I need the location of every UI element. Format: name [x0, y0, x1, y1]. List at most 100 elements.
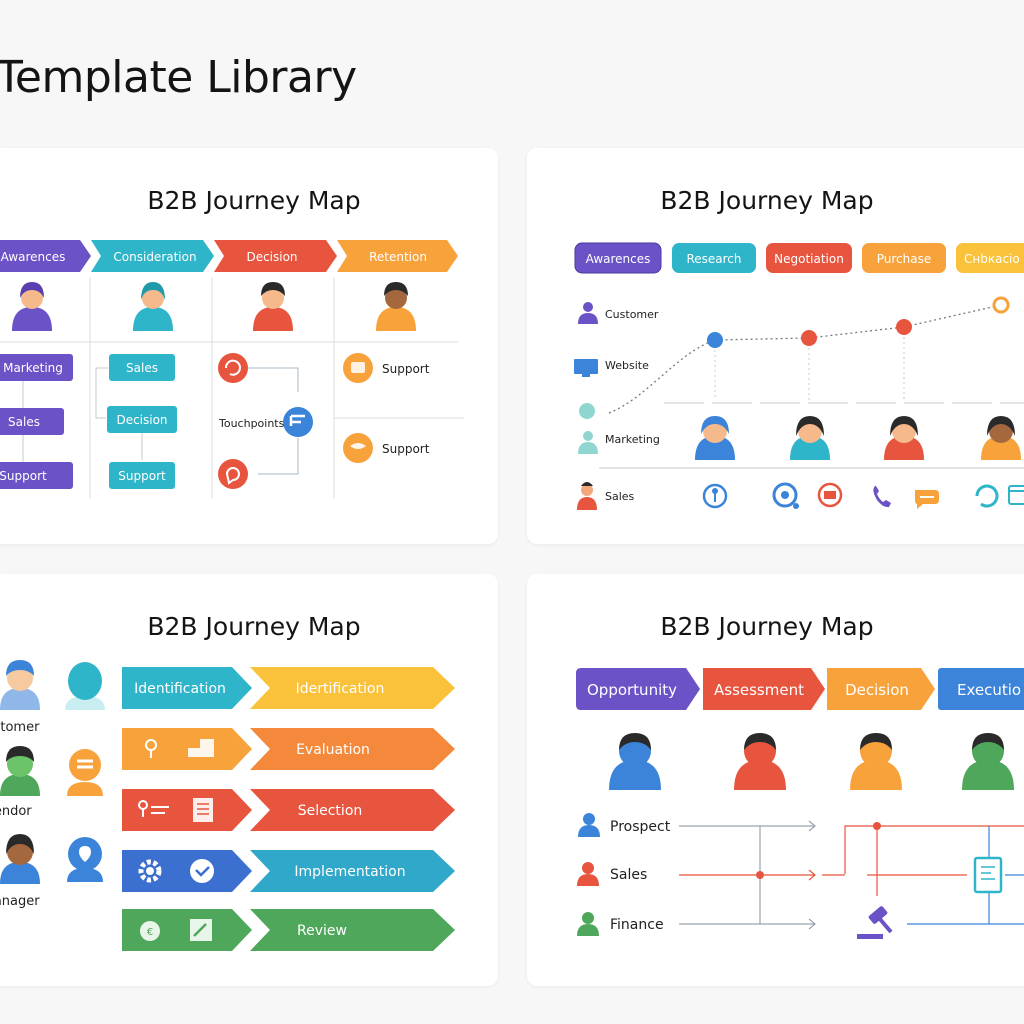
- svg-text:Review: Review: [297, 923, 347, 939]
- template-card-2[interactable]: B2B Journey Map Awarences Research Negot…: [527, 148, 1024, 544]
- touchpoints-label: Touchpoints: [218, 417, 285, 430]
- person-icon: [578, 431, 598, 454]
- card-title: B2B Journey Map: [660, 612, 874, 641]
- path-point: [801, 330, 817, 346]
- avatar-customer: [0, 660, 40, 710]
- avatar-orange: [981, 416, 1021, 460]
- stage-awareness: Awarences: [0, 240, 91, 272]
- svg-text:Decision: Decision: [116, 413, 167, 427]
- coin-icon: €: [140, 921, 160, 941]
- stage-evaluation: Evaluation: [250, 728, 455, 770]
- template-card-4[interactable]: B2B Journey Map Opportunity Assessment D…: [527, 574, 1024, 986]
- stage-label: Awarences: [1, 250, 66, 264]
- stage-decision: Decision: [827, 668, 935, 710]
- avatar-teal: [790, 416, 830, 460]
- check-circle-icon: [190, 859, 214, 883]
- stage-selection-left: [122, 789, 252, 831]
- journey-map-diagram: Opportunity Assessment Decision Executio: [576, 668, 1024, 939]
- svg-text:Sales: Sales: [8, 415, 40, 429]
- svg-text:Evaluation: Evaluation: [296, 742, 370, 758]
- stage-review: Review: [250, 909, 455, 951]
- row-label: Finance: [610, 917, 664, 933]
- support-label: Support: [382, 362, 430, 376]
- avatar-orange: [850, 733, 902, 790]
- grid-lines: [0, 278, 464, 498]
- avatar-purple: [12, 282, 52, 331]
- template-card-3[interactable]: B2B Journey Map ıstomer Jendor Janager: [0, 574, 498, 986]
- gear-icon: [138, 859, 162, 883]
- document-icon: [193, 798, 213, 822]
- filter-icon: [138, 800, 169, 817]
- box-marketing: Marketing: [0, 354, 73, 381]
- document-icon: [973, 856, 1003, 894]
- stage-label: Decision: [246, 250, 297, 264]
- persona-label: Jendor: [0, 804, 32, 819]
- list-icon: [283, 407, 313, 437]
- coin-icon: [67, 749, 103, 796]
- svg-text:Cнbкacio: Cнbкacio: [964, 252, 1020, 266]
- avatar-orange: [376, 282, 416, 331]
- location-person-icon: [67, 837, 103, 882]
- avatar-teal: [65, 662, 105, 710]
- avatar-blue: [695, 416, 735, 460]
- window-icon: [1008, 485, 1024, 505]
- pencil-icon: [190, 919, 212, 941]
- svg-text:Selection: Selection: [298, 803, 363, 819]
- row-label: Prospect: [610, 819, 671, 835]
- phone-icon: [873, 486, 891, 508]
- card-title: B2B Journey Map: [147, 186, 361, 215]
- svg-text:Sales: Sales: [126, 361, 158, 375]
- lightbulb-icon: [145, 739, 157, 758]
- svg-text:Executio: Executio: [957, 681, 1021, 699]
- video-icon: [817, 482, 843, 508]
- box-decision: Decision: [107, 406, 177, 433]
- card-title: B2B Journey Map: [660, 186, 874, 215]
- person-icon: [578, 813, 600, 837]
- page-title: Template Library: [0, 52, 357, 103]
- stage-label: Retention: [369, 250, 427, 264]
- stage-negotiation: Negotiation: [766, 243, 852, 273]
- svg-text:Idertification: Idertification: [296, 681, 385, 697]
- stage-decision: Decision: [214, 240, 337, 272]
- template-card-1[interactable]: B2B Journey Map Awarences Consideration …: [0, 148, 498, 544]
- stage-identification-left: Identification: [122, 667, 252, 709]
- row-label: Sales: [605, 490, 635, 503]
- stage-purchase: Purchase: [862, 243, 946, 273]
- journey-map-diagram: ıstomer Jendor Janager: [0, 660, 455, 951]
- stage-selection: Selection: [250, 789, 455, 831]
- stage-opportunity: Opportunity: [576, 668, 700, 710]
- card-title: B2B Journey Map: [147, 612, 361, 641]
- chat-icon: [218, 459, 248, 489]
- pin-icon: [702, 483, 728, 509]
- stage-assessment: Assessment: [703, 668, 825, 710]
- box-sales: Sales: [0, 408, 64, 435]
- box-support: Support: [0, 462, 73, 489]
- refresh-icon: [218, 353, 248, 383]
- avatar-blue: [609, 733, 661, 790]
- person-icon: [577, 482, 597, 510]
- svg-text:€: €: [147, 927, 153, 938]
- stage-label: Consideration: [113, 250, 196, 264]
- svg-text:Opportunity: Opportunity: [587, 681, 677, 699]
- monitor-icon: [574, 359, 598, 377]
- stage-implementation-left: [122, 850, 252, 892]
- connection-dot: [873, 822, 881, 830]
- stage-retention: Retention: [337, 240, 458, 272]
- connection-dot: [756, 871, 764, 879]
- journey-map-diagram: Awarences Research Negotiation Purchase …: [574, 242, 1024, 510]
- avatar-red: [734, 733, 786, 790]
- headset-icon: [343, 353, 373, 383]
- stage-cutoff: Cнbкacio: [956, 243, 1024, 273]
- gavel-icon: [857, 906, 893, 939]
- svg-text:Purchase: Purchase: [877, 252, 932, 266]
- dot-icon: [579, 403, 595, 419]
- svg-text:Support: Support: [0, 469, 47, 483]
- svg-text:Negotiation: Negotiation: [774, 252, 844, 266]
- piano-icon: [188, 739, 214, 757]
- svg-text:Assessment: Assessment: [714, 681, 804, 699]
- stage-consideration: Consideration: [91, 240, 214, 272]
- row-label: Sales: [610, 867, 647, 883]
- svg-text:Awarences: Awarences: [586, 252, 651, 266]
- person-icon: [577, 862, 599, 886]
- stage-implementation: Implementation: [250, 850, 455, 892]
